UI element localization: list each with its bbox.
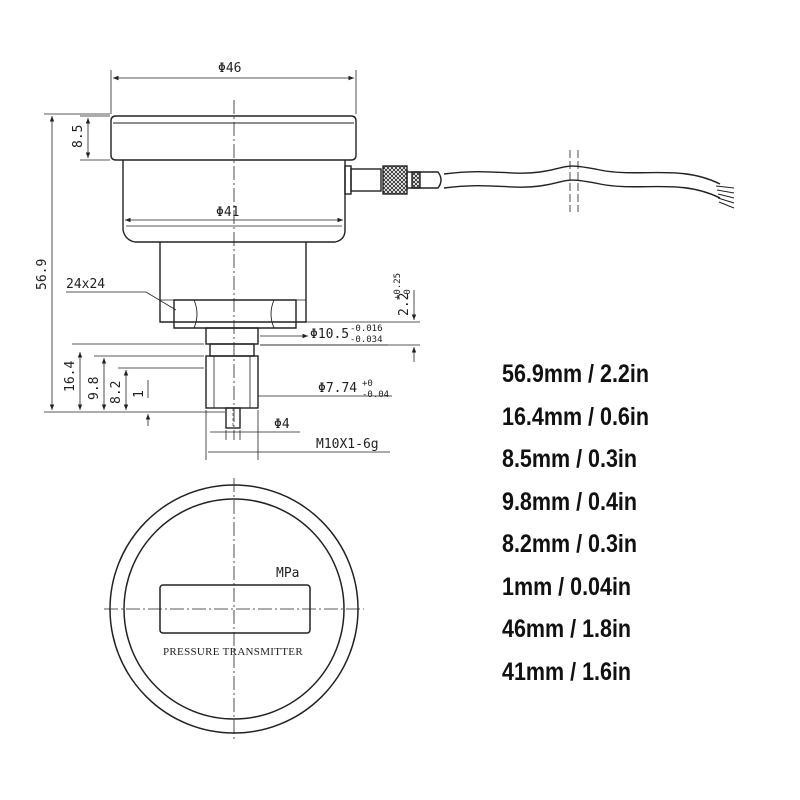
face-label: PRESSURE TRANSMITTER (163, 646, 303, 658)
label-height-1: 1 (132, 390, 147, 398)
connector-gland (406, 171, 442, 189)
neck-outline (159, 242, 307, 323)
label-hex-24x24: 24x24 (66, 277, 105, 292)
label-diameter-7-74: Φ7.74 (318, 381, 357, 396)
hex-nut-outline (173, 299, 297, 329)
leader-24x24 (66, 291, 177, 311)
label-thread: M10X1-6g (316, 437, 379, 452)
spec-item: 8.2mm / 0.3in (502, 530, 638, 558)
seal-ring (205, 327, 259, 345)
spec-item: 16.4mm / 0.6in (502, 402, 650, 431)
label-diameter-41: Φ41 (216, 205, 239, 220)
dimensions (44, 70, 420, 460)
lcd-window (159, 584, 311, 634)
front-view (104, 478, 364, 742)
label-diameter-4: Φ4 (274, 417, 290, 432)
label-height-2-2-tol-up: +0.25 (393, 273, 403, 300)
label-diameter-10-5-tol-low: -0.034 (350, 335, 383, 345)
cable-wire-1 (715, 185, 735, 189)
label-diameter-10-5: Φ10.5 (310, 327, 349, 342)
unit-label: MPa (276, 566, 299, 581)
connector-nut (350, 168, 382, 192)
label-diameter-7-74-tol-up: +0 (362, 379, 373, 389)
label-height-2-2: 2.2 (397, 293, 412, 316)
top-cap-outline (110, 115, 357, 161)
label-height-8-2: 8.2 (109, 381, 124, 404)
connector-knurl (382, 165, 408, 195)
cable-wire-3 (717, 193, 735, 199)
connector-band (411, 171, 421, 189)
side-view (110, 100, 735, 440)
spec-item: 1mm / 0.04in (502, 572, 632, 601)
spec-item: 8.5mm / 0.3in (502, 445, 638, 473)
connector-collar (344, 165, 352, 195)
spec-item: 56.9mm / 2.2in (502, 360, 650, 388)
label-height-2-2-tol-low: -0 (403, 289, 413, 300)
hex-nut-face-left (193, 299, 198, 329)
hex-nut-face-right (270, 299, 275, 329)
label-diameter-7-74-tol-low: -0.04 (362, 390, 389, 400)
label-height-9-8: 9.8 (87, 377, 102, 400)
label-height-56-9: 56.9 (35, 259, 50, 290)
label-diameter-10-5-tol-up: -0.016 (350, 324, 383, 334)
cable-wire-5 (718, 201, 735, 209)
dimension-labels: Φ46 Φ41 8.5 56.9 24x24 2.2 +0.25 -0 Φ10.… (35, 61, 413, 452)
cable-wire-2 (716, 189, 735, 194)
spec-item: 41mm / 1.6in (502, 657, 632, 686)
main-body-outline (122, 160, 346, 243)
cable-wire-4 (717, 197, 735, 204)
cable-bottom (443, 179, 721, 199)
label-diameter-46: Φ46 (218, 61, 241, 76)
spec-item: 46mm / 1.8in (502, 615, 632, 643)
label-height-16-4: 16.4 (63, 361, 78, 392)
label-height-8-5: 8.5 (71, 125, 86, 148)
spec-item: 9.8mm / 0.4in (502, 487, 638, 516)
front-inner-ring (123, 498, 345, 720)
dimension-spec-list: 56.9mm / 2.2in 16.4mm / 0.6in 8.5mm / 0.… (502, 356, 673, 696)
seal-groove (209, 343, 255, 357)
